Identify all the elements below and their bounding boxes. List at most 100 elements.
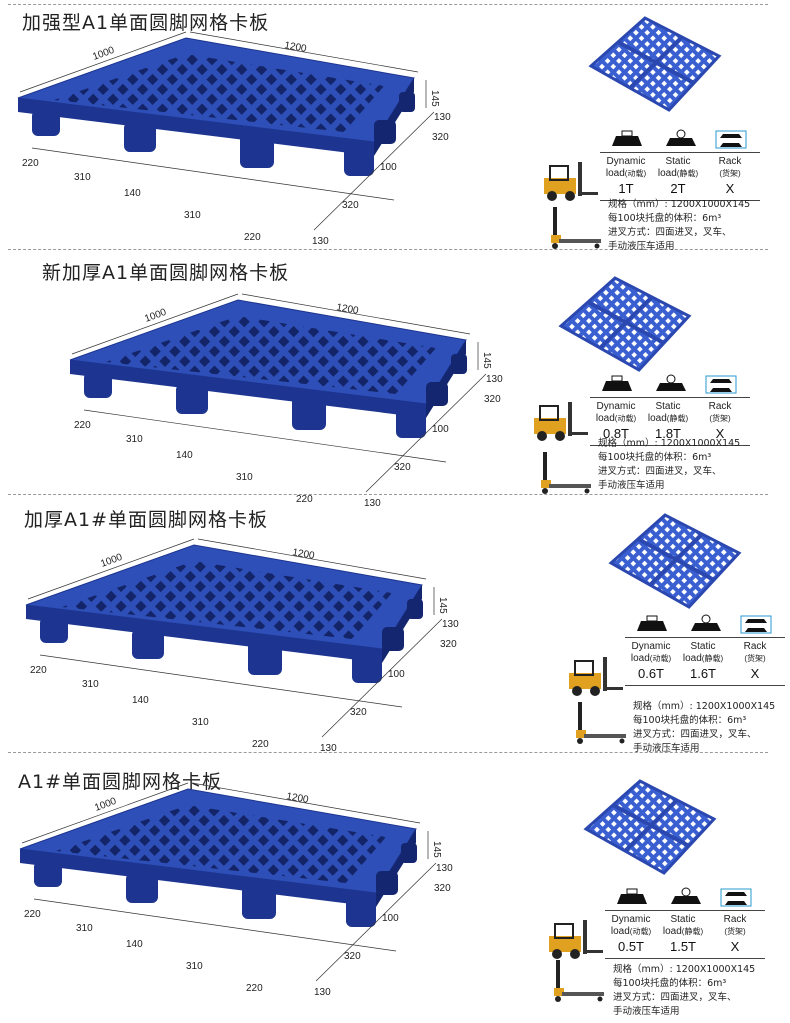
dim-a: 220 [30, 665, 47, 676]
dynamic-load-icon [633, 613, 671, 635]
table-rule [590, 445, 750, 446]
dynamic-load-icon [613, 886, 651, 908]
dim-b: 310 [74, 172, 91, 183]
rack-load-value: X [730, 939, 740, 954]
dim-b: 310 [76, 923, 93, 934]
forklift-icon [569, 657, 623, 696]
pallet-photo [558, 276, 692, 372]
pallet-foot [34, 861, 62, 887]
dim-height: 145 [429, 90, 440, 107]
spec-volume: 每100块托盘的体积：6m³ [633, 715, 747, 726]
dim-i: 320 [350, 707, 367, 718]
pallet-photo [588, 16, 722, 112]
product-title: 加强型A1单面圆脚网格卡板 [22, 12, 270, 34]
pallet-foot [426, 382, 448, 406]
table-rule [600, 200, 760, 201]
table-rule [625, 685, 785, 686]
forklift-icon [549, 920, 603, 959]
rack-load-icon [737, 613, 775, 635]
dim-g: 320 [434, 883, 451, 894]
pallet-grid-area [56, 805, 386, 883]
static-load-value: 1.8T [654, 426, 681, 441]
pallet-photo [583, 779, 717, 875]
pallet-front-edge [26, 605, 382, 663]
pallet-foot [407, 599, 423, 619]
pallet-diagram: 1000 1200 145 220 310 140 310 220 130 32… [19, 782, 453, 998]
section-divider [8, 752, 768, 753]
pallet-front-edge [70, 360, 426, 418]
dim-a: 220 [74, 420, 91, 431]
pallet-foot [292, 396, 326, 430]
rack-label: Rack(货架) [708, 401, 732, 423]
pallet-foot [124, 122, 156, 152]
spec-entry: 进叉方式：四面进叉，叉车、 [613, 992, 737, 1003]
static-load-icon [687, 613, 725, 635]
table-rule [600, 152, 760, 153]
pallet-foot [32, 110, 60, 136]
spec-usage: 手动液压车适用 [613, 1006, 680, 1017]
dim-length: 1200 [283, 40, 307, 55]
dim-e: 220 [296, 494, 313, 505]
static-load-value: 1.5T [669, 939, 696, 954]
spec-size: 规格（mm）: 1200X1000X145 [633, 701, 776, 712]
dim-c: 140 [132, 695, 149, 706]
spec-size: 规格（mm）: 1200X1000X145 [613, 964, 756, 975]
section-divider [8, 249, 768, 250]
dynamic-load-value: 0.5T [617, 939, 644, 954]
pallet-foot [352, 653, 382, 683]
spec-volume: 每100块托盘的体积：6m³ [613, 978, 727, 989]
spec-size: 规格（mm）: 1200X1000X145 [598, 438, 741, 449]
dim-width: 1000 [91, 45, 116, 63]
dim-h2: 100 [380, 162, 397, 173]
dim-length: 1200 [291, 547, 315, 562]
static-load-icon [667, 886, 705, 908]
pallet-photo [608, 513, 742, 609]
dim-f: 130 [312, 236, 329, 247]
rack-load-value: X [715, 426, 725, 441]
dim-a: 220 [24, 909, 41, 920]
dim-b: 310 [126, 434, 143, 445]
rack-load-value: X [725, 181, 735, 196]
table-rule [590, 397, 750, 398]
pallet-foot [396, 408, 426, 438]
pallet-foot [346, 897, 376, 927]
pallet-grid-area [62, 561, 392, 639]
dim-width: 1000 [143, 307, 168, 325]
product-title: A1#单面圆脚网格卡板 [18, 771, 223, 793]
rack-label: Rack(货架) [723, 914, 747, 936]
dim-i: 320 [344, 951, 361, 962]
dim-j: 130 [486, 374, 503, 385]
static-load-value: 1.6T [689, 666, 716, 681]
pallet-foot [399, 92, 415, 112]
dynamic-load-value: 0.6T [637, 666, 664, 681]
rack-load-value: X [750, 666, 760, 681]
dim-h2: 100 [432, 424, 449, 435]
dim-g: 320 [484, 394, 501, 405]
table-rule [605, 958, 765, 959]
pallet-foot [242, 885, 276, 919]
spec-block: 规格（mm）: 1200X1000X145 每100块托盘的体积：6m³ 进叉方… [633, 700, 775, 756]
dim-g: 320 [440, 639, 457, 650]
pallet-diagram: 1000 1200 145 220 310 140 310 220 130 32… [17, 31, 451, 247]
rack-load-icon [717, 886, 755, 908]
spec-block: 规格（mm）: 1200X1000X145 每100块托盘的体积：6m³ 进叉方… [613, 963, 755, 1019]
table-rule [605, 910, 765, 911]
pallet-foot [40, 617, 68, 643]
pallet-foot [451, 354, 467, 374]
dim-d: 310 [192, 717, 209, 728]
dim-c: 140 [126, 939, 143, 950]
pallet-front-edge [18, 98, 374, 156]
dim-f: 130 [320, 743, 337, 754]
dim-d: 310 [186, 961, 203, 972]
dim-height: 145 [431, 841, 442, 858]
dim-j: 130 [436, 863, 453, 874]
dim-i: 320 [342, 200, 359, 211]
